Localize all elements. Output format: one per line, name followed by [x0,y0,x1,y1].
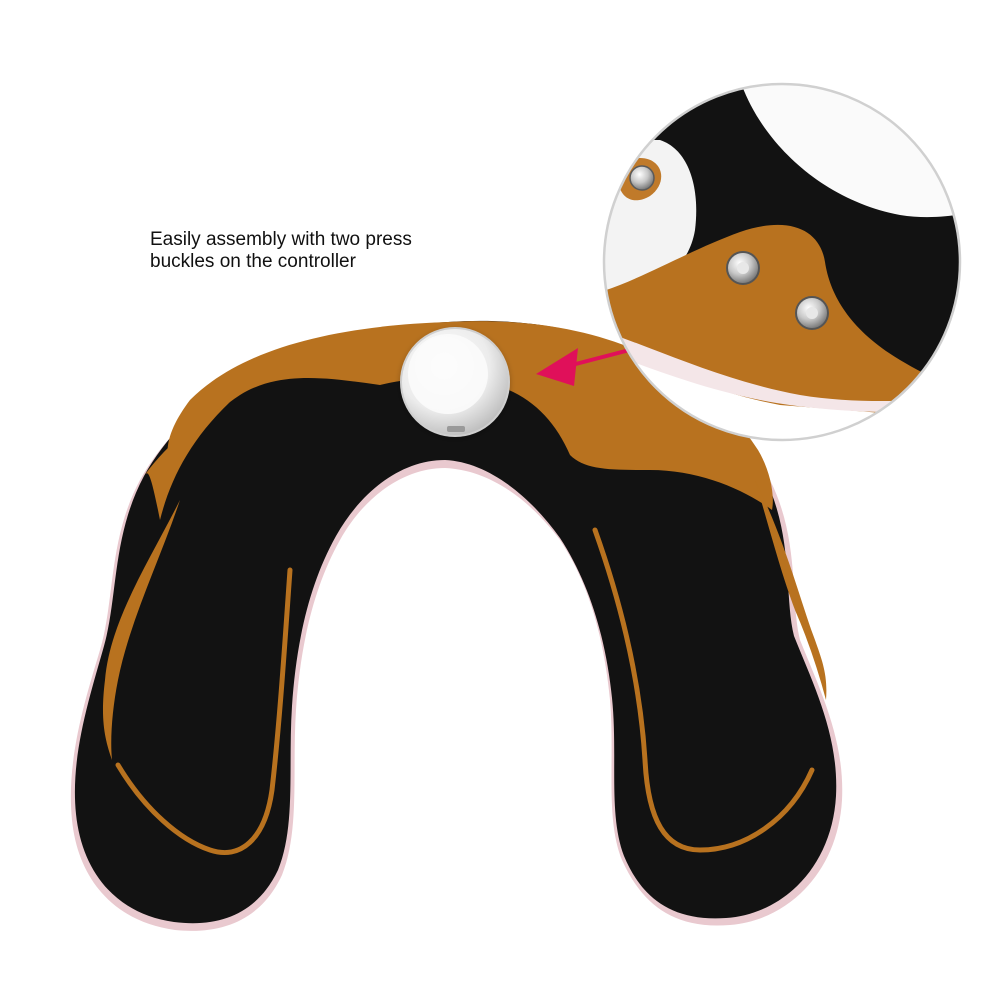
pad-left-curve [115,567,293,855]
controller [400,327,510,437]
pad-right-curve [592,527,815,853]
caption-line-2: buckles on the controller [150,251,356,272]
caption-line-1: Easily assembly with two press [150,229,412,250]
pad-right-stripe [755,480,827,700]
feature-caption: Easily assembly with two press buckles o… [150,229,490,273]
pad-top-band [167,321,773,510]
pad-left-trim [144,402,230,520]
pad [70,320,843,931]
pad-left-stripe [102,500,180,760]
